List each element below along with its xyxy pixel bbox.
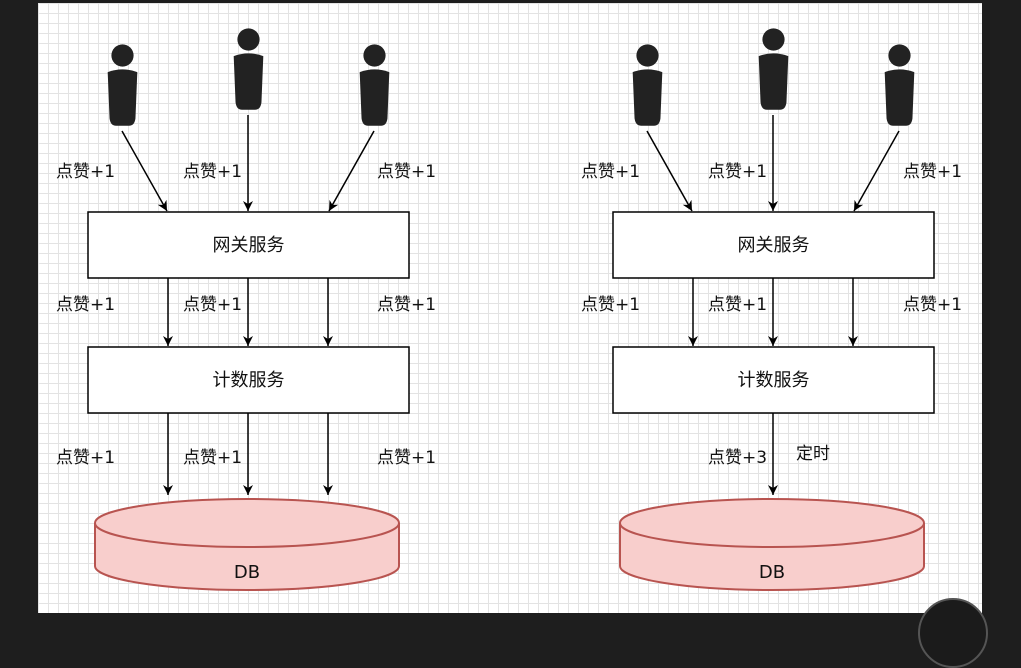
- like-label: 点赞+1: [56, 448, 115, 468]
- like-label: 点赞+1: [56, 162, 115, 182]
- database-label: DB: [759, 562, 785, 583]
- diagram-canvas: 点赞+1 点赞+1 点赞+1 网关服务 点赞+1 点赞+1 点赞+1 计数服务 …: [38, 3, 982, 613]
- right-panel: 点赞+1 点赞+1 点赞+1 网关服务 点赞+1 点赞+1 点赞+1 计数服务 …: [581, 28, 962, 591]
- counter-service-label: 计数服务: [213, 370, 285, 391]
- arrow: [646, 130, 693, 212]
- like-label: 点赞+1: [183, 295, 242, 315]
- corner-button[interactable]: [918, 598, 988, 668]
- user-icon: [107, 44, 138, 126]
- user-icon: [632, 44, 663, 126]
- like-label: 点赞+3: [708, 448, 767, 468]
- like-label: 点赞+1: [377, 295, 436, 315]
- like-label: 点赞+1: [183, 162, 242, 182]
- like-label: 点赞+1: [377, 162, 436, 182]
- like-label: 点赞+1: [581, 162, 640, 182]
- like-label: 点赞+1: [903, 162, 962, 182]
- like-label: 点赞+1: [708, 295, 767, 315]
- user-icon: [359, 44, 390, 126]
- gateway-service-label: 网关服务: [213, 235, 285, 256]
- arrow: [328, 130, 375, 212]
- like-label: 点赞+1: [581, 295, 640, 315]
- database-label: DB: [234, 562, 260, 583]
- arrow: [121, 130, 168, 212]
- arrow: [853, 130, 900, 212]
- database-cylinder[interactable]: [94, 498, 400, 591]
- timer-label: 定时: [796, 444, 830, 464]
- counter-service-label: 计数服务: [738, 370, 810, 391]
- like-label: 点赞+1: [708, 162, 767, 182]
- left-panel: 点赞+1 点赞+1 点赞+1 网关服务 点赞+1 点赞+1 点赞+1 计数服务 …: [56, 28, 436, 591]
- database-cylinder[interactable]: [619, 498, 925, 591]
- like-label: 点赞+1: [56, 295, 115, 315]
- like-label: 点赞+1: [377, 448, 436, 468]
- user-icon: [758, 28, 789, 110]
- user-icon: [884, 44, 915, 126]
- user-icon: [233, 28, 264, 110]
- counter-service-box[interactable]: [612, 346, 935, 414]
- like-label: 点赞+1: [183, 448, 242, 468]
- gateway-service-label: 网关服务: [738, 235, 810, 256]
- gateway-service-box[interactable]: [612, 211, 935, 279]
- like-label: 点赞+1: [903, 295, 962, 315]
